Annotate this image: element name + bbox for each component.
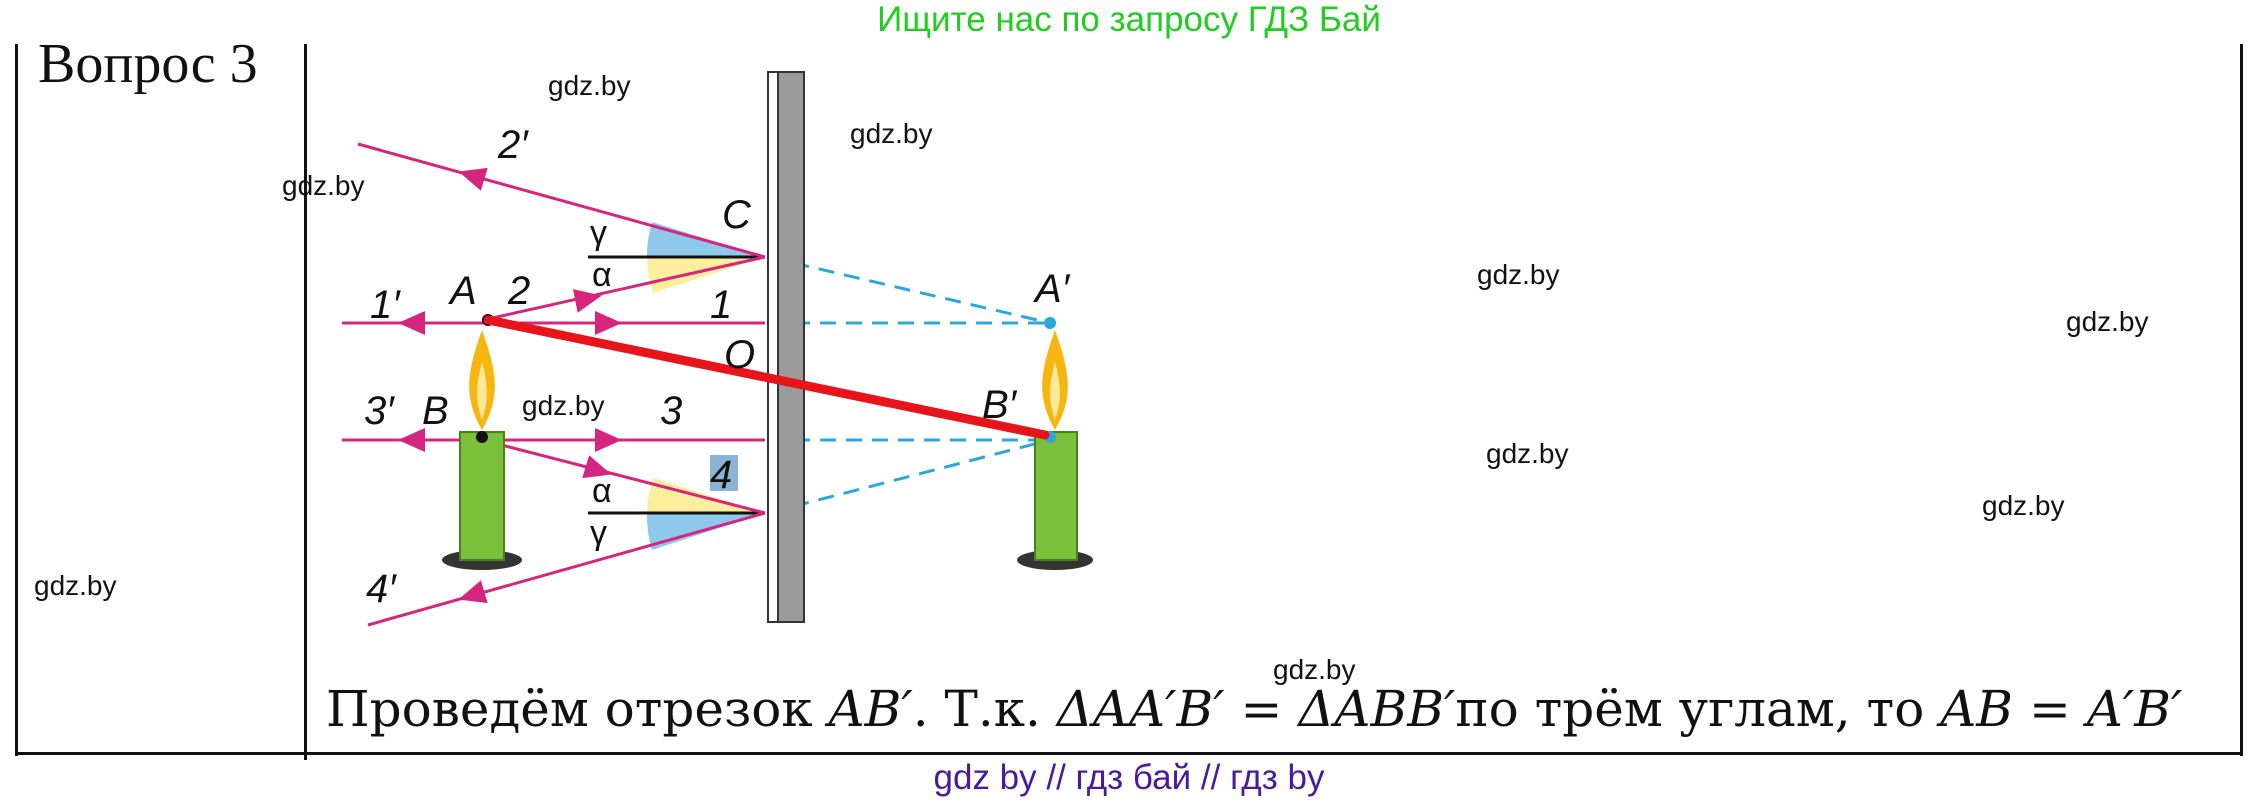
- watermark: gdz.by: [1982, 490, 2065, 521]
- answer-math-1: AB′: [828, 680, 913, 738]
- promo-footer: gdz by // гдз бай // гдз by: [933, 758, 1325, 797]
- watermark: gdz.by: [34, 570, 117, 601]
- answer-part-3: по трём углам, то: [1455, 680, 1941, 738]
- label-ray-4p: 4′: [366, 567, 397, 611]
- question-title: Вопрос 3: [38, 33, 258, 95]
- ray-arrows: [398, 167, 622, 604]
- watermark: gdz.by: [1273, 654, 1356, 685]
- label-gamma-bottom: γ: [590, 514, 607, 552]
- watermark: gdz.by: [548, 70, 631, 101]
- watermark: gdz.by: [1486, 438, 1569, 469]
- label-alpha-bottom: α: [592, 472, 612, 510]
- label-ray-4: 4: [710, 453, 732, 497]
- label-point-Bp: B′: [982, 383, 1018, 427]
- label-ray-2: 2: [507, 269, 530, 313]
- label-point-O: O: [724, 333, 755, 377]
- label-point-C: C: [722, 193, 752, 237]
- label-ray-2p: 2′: [497, 123, 529, 167]
- label-ray-3: 3: [660, 389, 682, 433]
- answer-part-1: Проведём отрезок: [326, 680, 829, 738]
- point-B-dot: [476, 431, 488, 443]
- label-point-A: A: [448, 269, 477, 313]
- light-rays: [342, 142, 766, 627]
- table-column-divider: [304, 44, 307, 760]
- label-ray-1p: 1′: [370, 283, 401, 327]
- mirror: [767, 71, 805, 623]
- table-left-border: [15, 44, 18, 756]
- candle-object: [442, 330, 522, 570]
- label-point-Ap: A′: [1033, 267, 1071, 311]
- virtual-rays: [767, 255, 1051, 515]
- answer-text: Проведём отрезок AB′. Т.к. ΔAA′B′ = ΔABB…: [326, 680, 2182, 738]
- watermark: gdz.by: [2066, 306, 2149, 337]
- table-bottom-border: [15, 752, 2243, 755]
- watermark: gdz.by: [282, 170, 365, 201]
- label-point-B: B: [422, 389, 449, 433]
- watermark: gdz.by: [1477, 259, 1560, 290]
- label-gamma-top: γ: [590, 214, 607, 252]
- answer-math-2: ΔAA′B′ = ΔABB′: [1056, 680, 1456, 738]
- label-alpha-top: α: [592, 256, 612, 294]
- candle-image: [1017, 330, 1093, 570]
- promo-header: Ищите нас по запросу ГДЗ Бай: [877, 0, 1381, 39]
- label-ray-3p: 3′: [364, 389, 395, 433]
- segment-AB-prime: [483, 315, 1050, 440]
- point-Ap-dot: [1044, 317, 1056, 329]
- label-4-highlight: [710, 455, 738, 491]
- table-right-border: [2240, 44, 2243, 756]
- answer-part-2: . Т.к.: [912, 680, 1057, 738]
- watermark: gdz.by: [522, 390, 605, 421]
- watermark: gdz.by: [850, 118, 933, 149]
- answer-math-3: AB = A′B′: [1940, 680, 2183, 738]
- label-ray-1: 1: [710, 283, 732, 327]
- angle-alpha-top: [647, 257, 765, 293]
